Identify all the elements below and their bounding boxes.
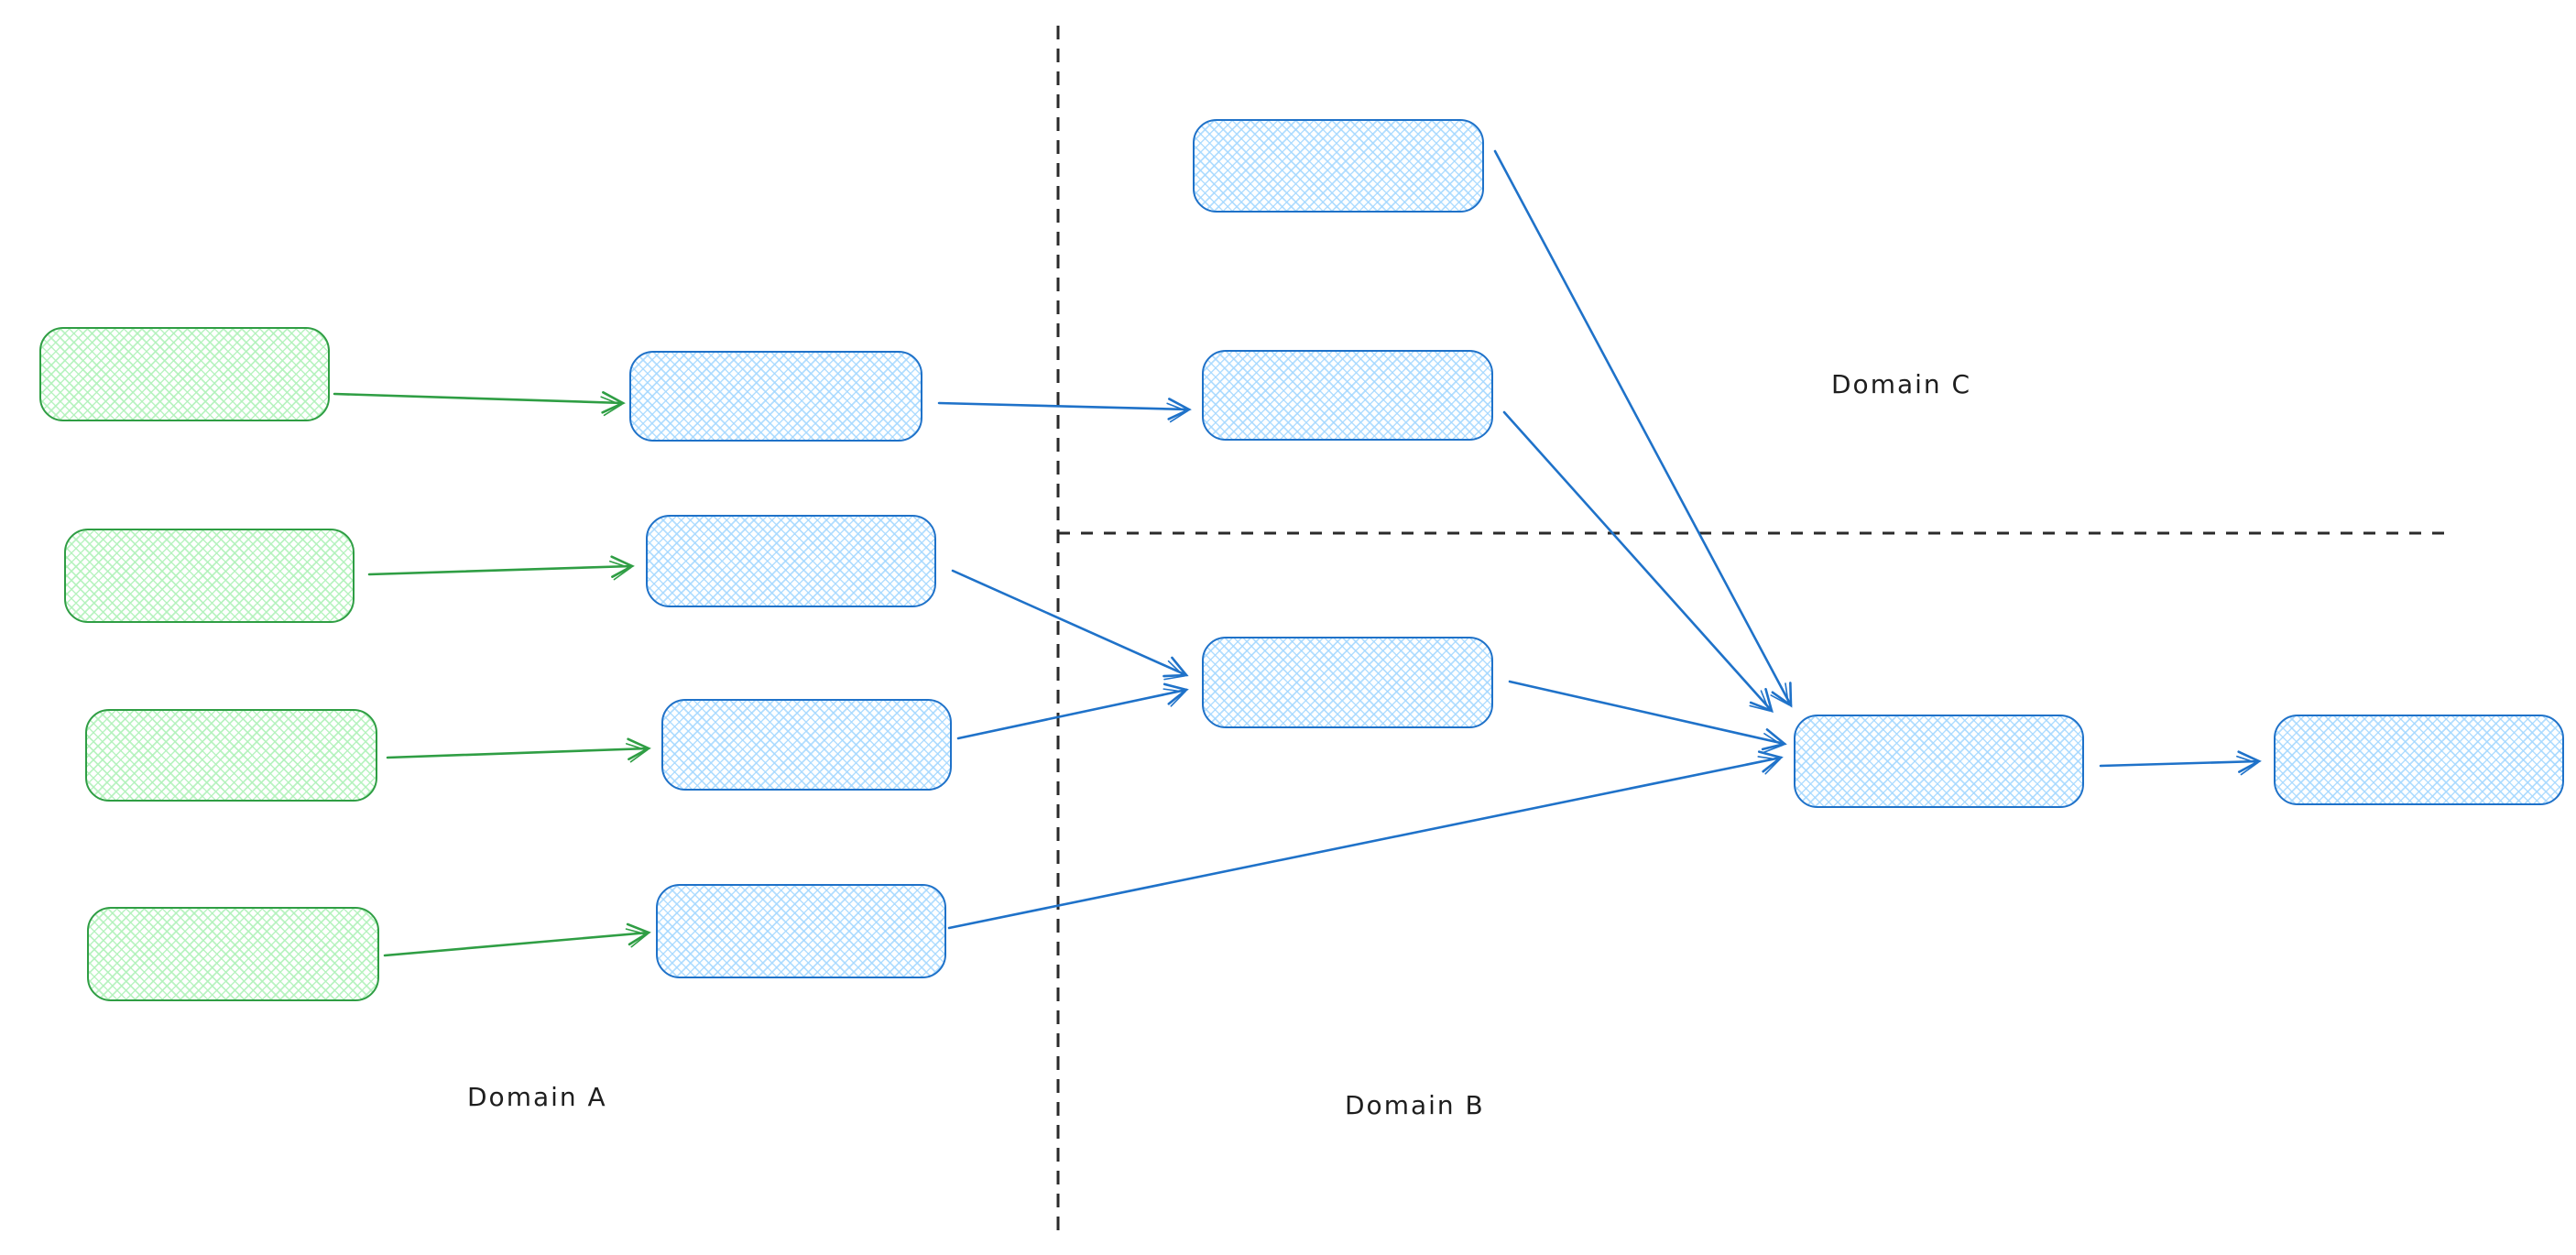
domain-dividers	[1056, 26, 2448, 1237]
arrow-green3-to-a3	[386, 737, 651, 763]
arrow-green2-to-a2	[367, 555, 635, 581]
arrows	[333, 149, 2262, 957]
arrow-ctop-to-hub	[1493, 149, 1793, 708]
arrow-green1-to-a1	[333, 391, 626, 417]
arrow-a2-to-b2	[951, 569, 1189, 681]
label-domain-b: Domain B	[1345, 1090, 1485, 1120]
arrow-b1-to-hub	[1502, 410, 1774, 714]
arrow-a1-to-b1	[937, 398, 1192, 423]
arrow-hub-to-output	[2099, 750, 2262, 776]
arrow-a3-to-b2	[956, 682, 1189, 740]
label-domain-a: Domain A	[467, 1082, 607, 1112]
arrow-green4-to-a4	[383, 922, 651, 957]
arrow-b2-to-hub	[1508, 680, 1787, 754]
arrow-a4-to-hub	[947, 750, 1784, 930]
label-domain-c: Domain C	[1831, 369, 1972, 399]
